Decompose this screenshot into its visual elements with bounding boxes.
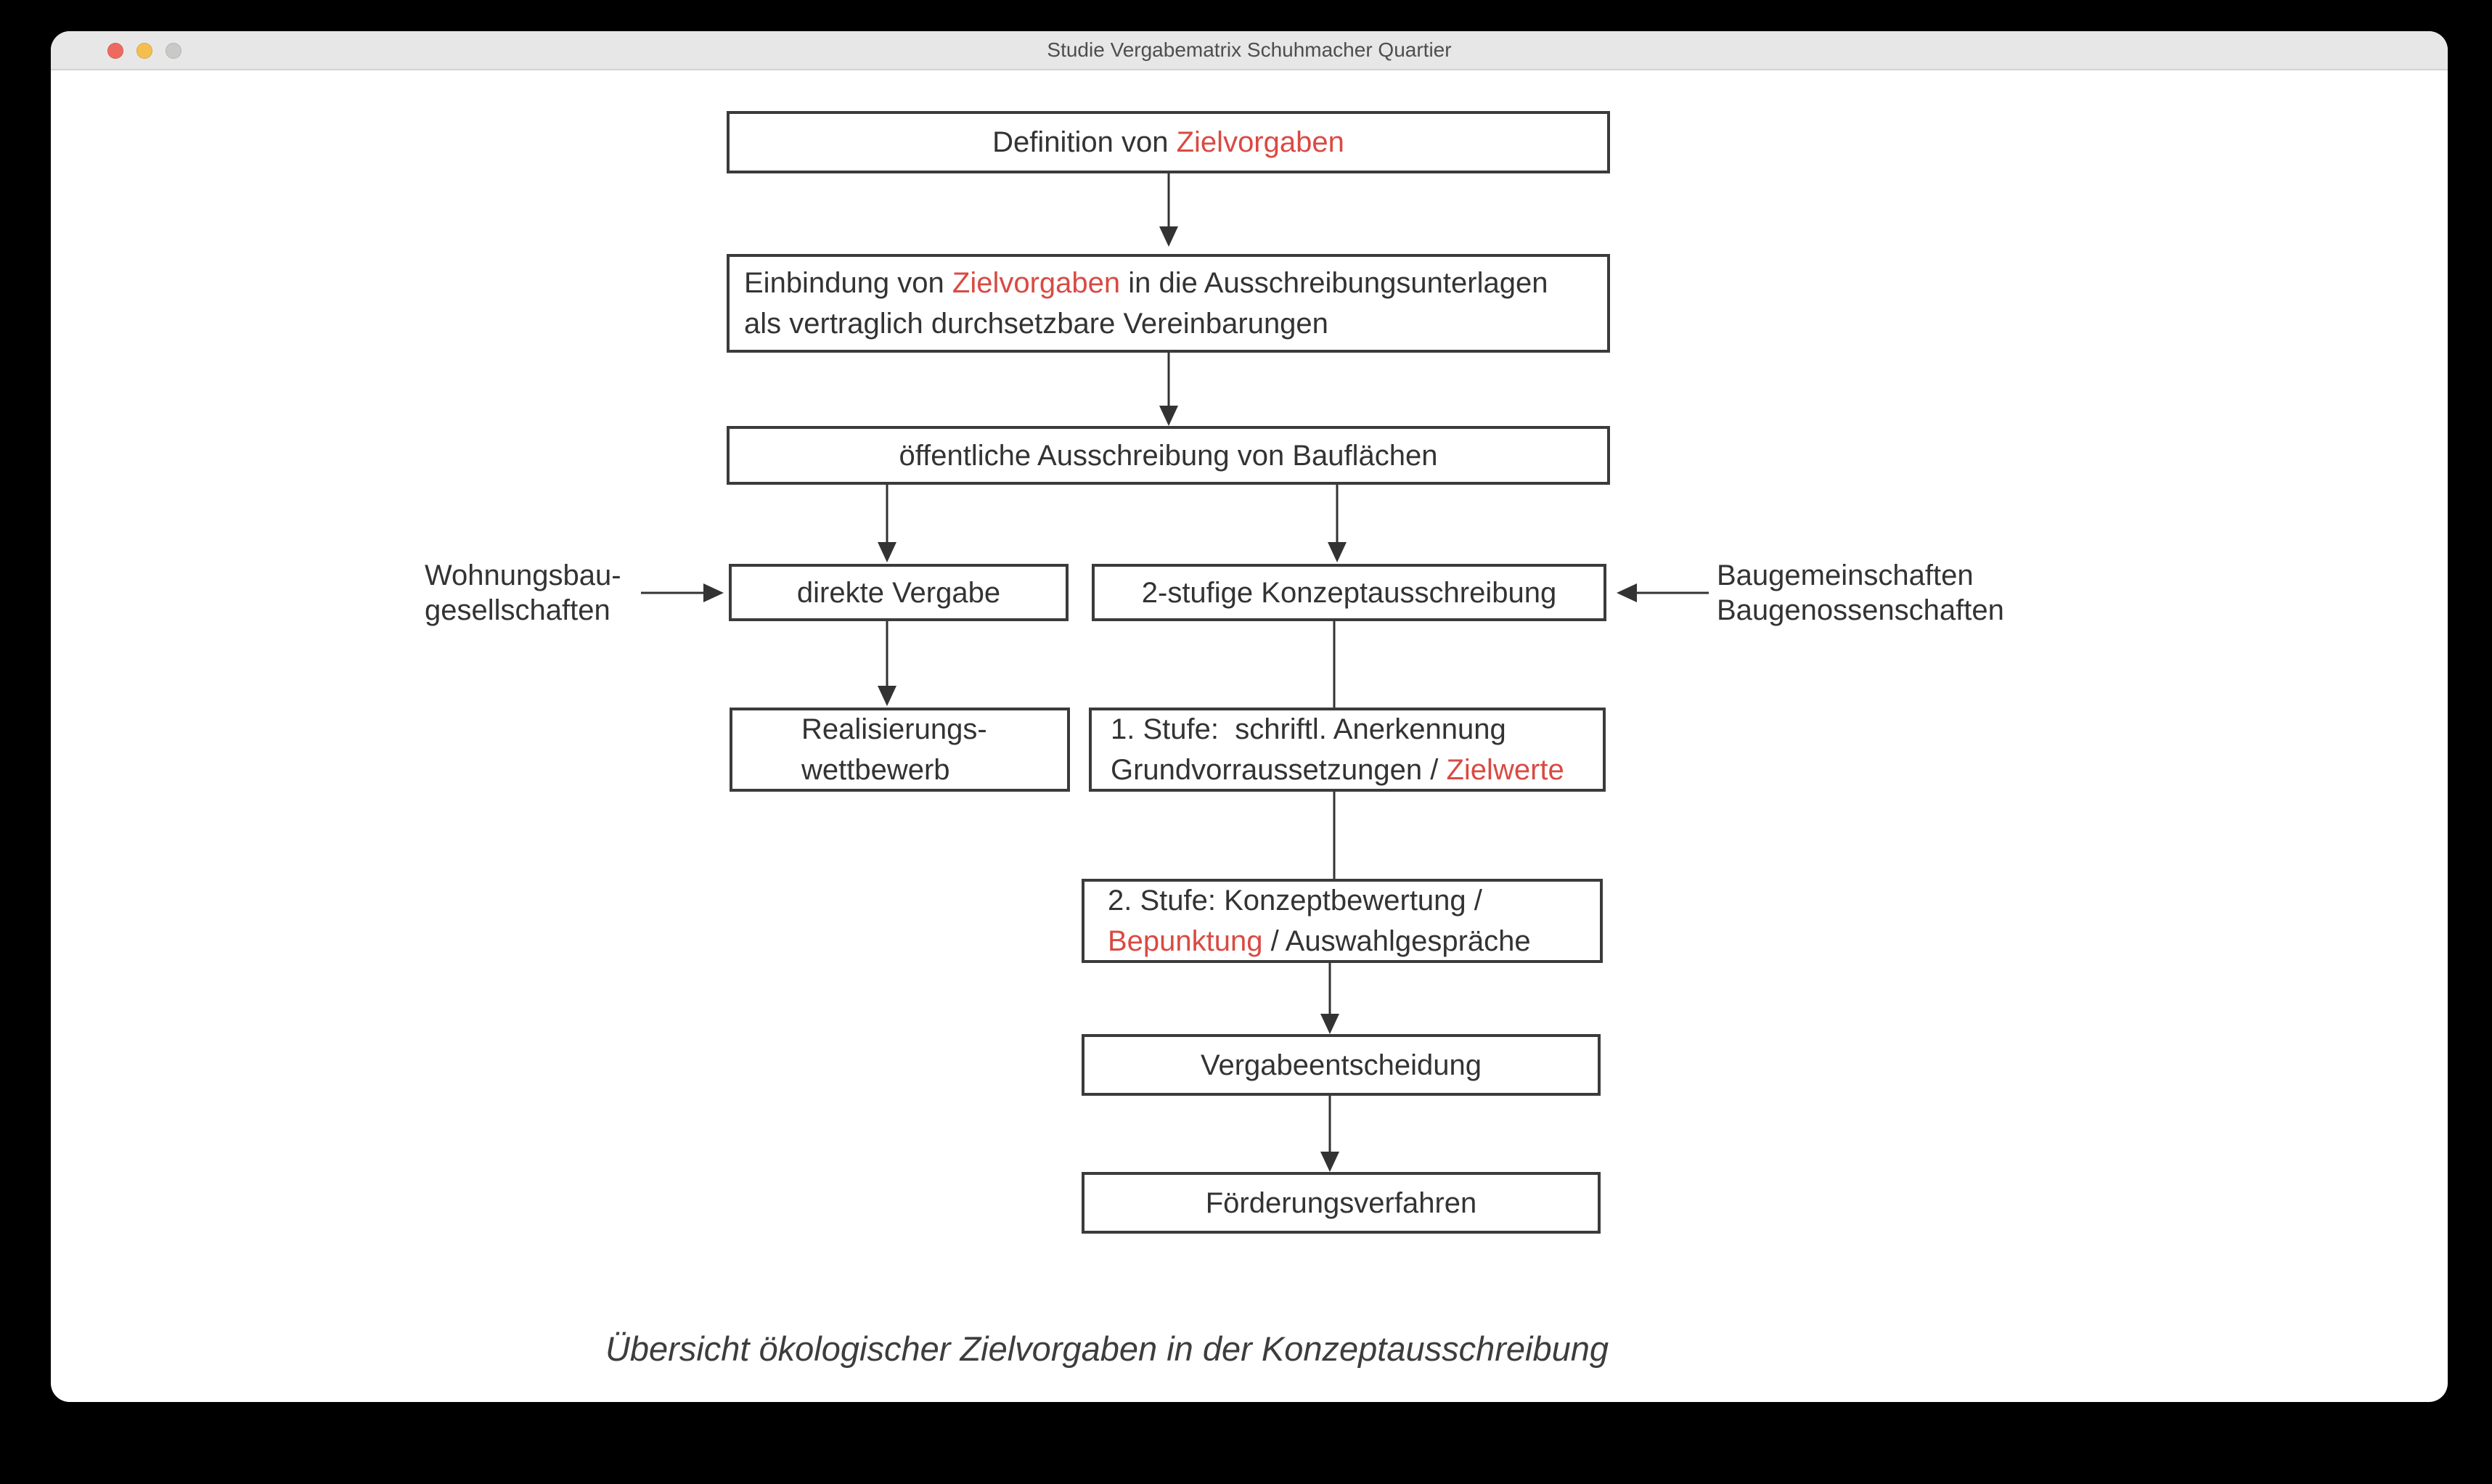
- highlighted-text: Zielvorgaben: [1176, 126, 1344, 158]
- arrow-shaft: [1328, 963, 1331, 1015]
- arrow-shaft: [1336, 485, 1339, 544]
- highlighted-text: Bepunktung: [1108, 925, 1263, 957]
- arrow-right-wohnungsbau-to-direkte-vergabe: [641, 583, 724, 602]
- text-segment: Einbindung von: [744, 267, 952, 299]
- side-label-wohnungsbaugesellschaften: Wohnungsbau- gesellschaften: [425, 558, 621, 628]
- flow-node-direkte-vergabe: direkte Vergabe: [729, 564, 1069, 621]
- side-label-line: Baugenossenschaften: [1717, 594, 2004, 626]
- arrow-down-definition-to-einbindung: [1159, 173, 1178, 247]
- arrow-shaft: [1328, 1096, 1331, 1153]
- flow-node-realisierungswettbewerb: Realisierungs- wettbewerb: [730, 708, 1070, 792]
- highlighted-text: Zielwerte: [1446, 754, 1564, 786]
- box-text-line: direkte Vergabe: [796, 576, 1001, 609]
- arrow-head-right-icon: [703, 583, 724, 602]
- box-text-line: 1. Stufe: schriftl. Anerkennung: [1111, 713, 1506, 745]
- box-text-line: Vergabeentscheidung: [1201, 1049, 1482, 1081]
- flow-node-konzeptausschreibung: 2-stufige Konzeptausschreibung: [1092, 564, 1606, 621]
- arrow-head-down-icon: [1320, 1014, 1339, 1034]
- window-title: Studie Vergabematrix Schuhmacher Quartie…: [1047, 38, 1452, 61]
- box-text-line: Bepunktung / Auswahlgespräche: [1108, 921, 1531, 962]
- side-label-line: Baugemeinschaften: [1717, 559, 1974, 591]
- arrow-left-baugemeinschaften-to-konzeptausschreibung: [1617, 583, 1709, 602]
- box-text-line: öffentliche Ausschreibung von Bauflächen: [899, 439, 1438, 472]
- box-text-line: 2. Stufe: Konzeptbewertung /: [1108, 885, 1482, 917]
- connector-konzeptausschreibung-to-stufe-1: [1325, 621, 1344, 708]
- arrow-shaft: [1167, 353, 1170, 407]
- box-text-line: Förderungsverfahren: [1205, 1186, 1477, 1219]
- highlighted-text: Zielvorgaben: [952, 267, 1121, 299]
- minimize-button-icon[interactable]: [136, 43, 152, 59]
- arrow-shaft: [1167, 173, 1170, 228]
- arrow-shaft: [641, 591, 705, 594]
- arrow-head-down-icon: [1328, 542, 1347, 562]
- arrow-down-ausschreibung-to-direkte-vergabe: [878, 485, 896, 562]
- flow-node-einbindung: Einbindung von Zielvorgaben in die Aussc…: [727, 254, 1610, 353]
- arrow-head-down-icon: [878, 686, 896, 706]
- zoom-button-icon[interactable]: [166, 43, 181, 59]
- arrow-shaft: [886, 485, 888, 544]
- connector-line: [1333, 792, 1336, 879]
- flow-node-stufe-2: 2. Stufe: Konzeptbewertung / Bepunktung …: [1082, 879, 1603, 963]
- box-text-line: Grundvorraussetzungen / Zielwerte: [1111, 750, 1564, 790]
- text-segment: Grundvorraussetzungen /: [1111, 754, 1447, 786]
- arrow-head-down-icon: [878, 542, 896, 562]
- side-label-line: Wohnungsbau-: [425, 559, 621, 591]
- app-window: Studie Vergabematrix Schuhmacher Quartie…: [51, 31, 2448, 1402]
- flow-node-foerderungsverfahren: Förderungsverfahren: [1082, 1172, 1601, 1234]
- box-text-line: Einbindung von Zielvorgaben in die Aussc…: [744, 263, 1548, 303]
- arrow-shaft: [1635, 591, 1709, 594]
- arrow-shaft: [886, 621, 888, 687]
- title-bar[interactable]: Studie Vergabematrix Schuhmacher Quartie…: [51, 31, 2448, 70]
- box-text-line: Definition von Zielvorgaben: [992, 122, 1344, 163]
- text-segment: Definition von: [992, 126, 1177, 158]
- arrow-down-stufe-2-to-vergabeentscheidung: [1320, 963, 1339, 1034]
- flow-node-definition: Definition von Zielvorgaben: [727, 111, 1610, 173]
- arrow-head-left-icon: [1617, 583, 1637, 602]
- box-text-line: 2-stufige Konzeptausschreibung: [1141, 576, 1557, 609]
- arrow-down-vergabeentscheidung-to-foerderungsverfahren: [1320, 1096, 1339, 1172]
- text-segment: in die Ausschreibungsunterlagen: [1120, 267, 1548, 299]
- text-segment: als vertraglich durchsetzbare Vereinbaru…: [744, 308, 1328, 340]
- close-button-icon[interactable]: [107, 43, 123, 59]
- arrow-head-down-icon: [1159, 406, 1178, 426]
- arrow-down-ausschreibung-to-konzeptausschreibung: [1328, 485, 1347, 562]
- arrow-down-einbindung-to-ausschreibung: [1159, 353, 1178, 426]
- window-controls: [107, 43, 181, 59]
- arrow-down-direkte-vergabe-to-realisierungswettbewerb: [878, 621, 896, 706]
- connector-line: [1333, 621, 1336, 708]
- side-label-baugemeinschaften: Baugemeinschaften Baugenossenschaften: [1717, 558, 2004, 628]
- box-text-line: wettbewerb: [801, 754, 950, 786]
- text-segment: / Auswahlgespräche: [1262, 925, 1531, 957]
- figure-caption: Übersicht ökologischer Zielvorgaben in d…: [605, 1329, 1609, 1368]
- box-text-line: Realisierungs-: [801, 713, 987, 745]
- connector-stufe-1-to-stufe-2: [1325, 792, 1344, 879]
- flow-node-stufe-1: 1. Stufe: schriftl. Anerkennung Grundvor…: [1089, 708, 1606, 792]
- box-text-line: als vertraglich durchsetzbare Vereinbaru…: [744, 303, 1328, 344]
- arrow-head-down-icon: [1320, 1152, 1339, 1172]
- flow-node-oeffentliche-ausschreibung: öffentliche Ausschreibung von Bauflächen: [727, 426, 1610, 485]
- flow-node-vergabeentscheidung: Vergabeentscheidung: [1082, 1034, 1601, 1096]
- arrow-head-down-icon: [1159, 226, 1178, 247]
- side-label-line: gesellschaften: [425, 594, 610, 626]
